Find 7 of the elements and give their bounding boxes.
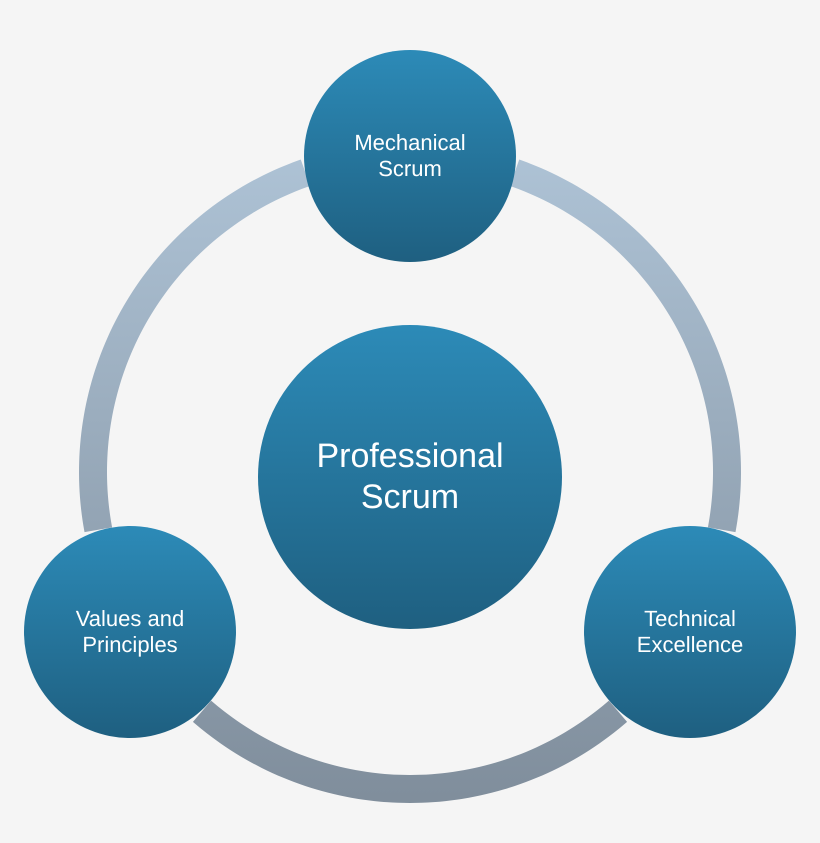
circle-label: Technical Excellence: [636, 606, 744, 658]
ring-connector: [510, 160, 741, 533]
circle-label: Mechanical Scrum: [353, 130, 467, 182]
circle-label: Professional Scrum: [315, 436, 505, 518]
ring-connector: [79, 160, 310, 533]
circle-label: Values and Principles: [74, 606, 186, 658]
ring-connector: [192, 700, 628, 803]
